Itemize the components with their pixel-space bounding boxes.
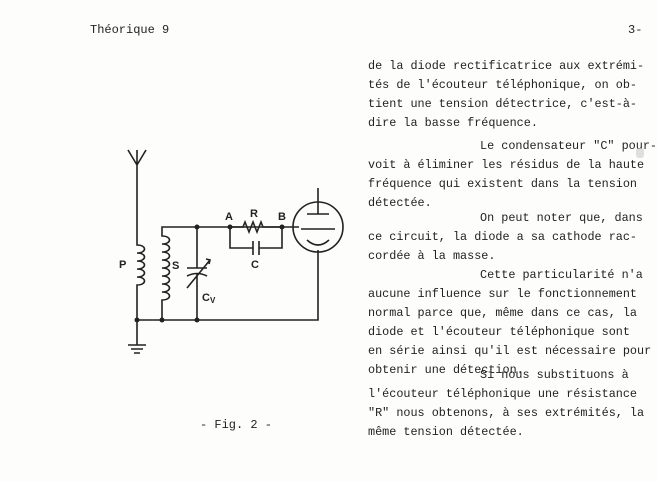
text-line: de la diode rectificatrice aux extrémi- [368,59,645,73]
secondary-coil [161,226,299,320]
text-line: obtenir une détection. [368,363,524,377]
text-line: diode et l'écouteur téléphonique sont [368,325,630,339]
running-header: Théorique 9 [90,23,170,37]
text-line: Le condensateur "C" pour- [480,139,657,153]
scan-smudge [636,148,644,158]
text-line: cordée à la masse. [368,249,496,263]
text-line: "R" nous obtenons, à ses extrémités, la [368,406,645,420]
text-line: en série ainsi qu'il est nécessaire pour [368,344,652,358]
text-line: fréquence qui existent dans la tension [368,177,638,191]
ground-icon [128,344,146,354]
paragraph: Le condensateur "C" pour- voit à élimine… [368,137,657,213]
figure-caption: - Fig. 2 - [200,418,273,432]
text-line: tient une tension détectrice, c'est-à- [368,97,638,111]
text-line: aucune influence sur le fonctionnement [368,287,638,301]
label-r: R [250,208,258,220]
text-line: ce circuit, la diode a sa cathode rac- [368,230,638,244]
label-p: P [119,259,126,271]
primary-coil [136,235,146,345]
label-c: C [251,259,259,271]
text-line: même tension détectée. [368,425,524,439]
resistor-r [230,219,282,235]
antenna-icon [127,149,147,235]
paragraph: On peut noter que, dans ce circuit, la d… [368,209,643,266]
text-line: normal parce que, même dans ce cas, la [368,306,638,320]
label-b: B [278,211,286,223]
text-line: l'écouteur téléphonique une résistance [368,387,638,401]
text-line: tés de l'écouteur téléphonique, on ob- [368,78,638,92]
paragraph: de la diode rectificatrice aux extrémi- … [368,57,644,133]
text-line: détectée. [368,196,432,210]
vacuum-tube-icon [292,188,344,253]
text-line: Si nous substituons à [480,368,629,382]
paragraph: Cette particularité n'a aucune influence… [368,266,651,380]
label-a: A [225,211,233,223]
paragraph: Si nous substituons à l'écouteur télépho… [368,366,644,442]
page-number: 3- [628,23,643,37]
capacitor-c [229,227,283,255]
text-line: voit à éliminer les résidus de la haute [368,158,645,172]
text-line: Cette particularité n'a [480,268,643,282]
text-line: dire la basse fréquence. [368,116,538,130]
label-s: S [172,260,179,272]
label-cv: CV [202,292,216,305]
variable-capacitor [186,227,211,320]
text-line: On peut noter que, dans [480,211,643,225]
